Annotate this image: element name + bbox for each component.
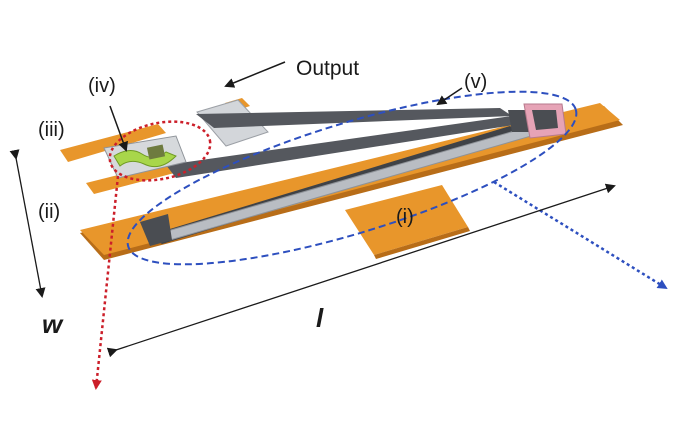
dimension-w-arrow bbox=[9, 149, 46, 298]
pink-pad-inner bbox=[532, 110, 558, 130]
label-l: l bbox=[316, 303, 324, 333]
label-i: (i) bbox=[396, 206, 414, 228]
label-iv: (iv) bbox=[88, 75, 116, 97]
label-iii: (iii) bbox=[38, 119, 65, 141]
dimension-l-arrow bbox=[106, 183, 616, 358]
arrow-iv bbox=[109, 105, 128, 152]
label-v: (v) bbox=[464, 71, 488, 93]
arrow-red-dotted bbox=[91, 175, 120, 390]
beam-dark-upper bbox=[196, 108, 512, 128]
label-output: Output bbox=[296, 57, 360, 80]
label-ii: (ii) bbox=[38, 201, 61, 223]
label-w: w bbox=[42, 309, 63, 339]
arrow-blue-dotted bbox=[493, 180, 668, 290]
sensor-block bbox=[146, 144, 166, 160]
arrow-output bbox=[224, 61, 286, 88]
sensor-element bbox=[113, 150, 177, 168]
arrow-v bbox=[436, 87, 463, 106]
substrate-arm-upper bbox=[60, 124, 166, 162]
region-circle-red bbox=[108, 120, 212, 182]
beam-dark-middle bbox=[166, 116, 520, 178]
